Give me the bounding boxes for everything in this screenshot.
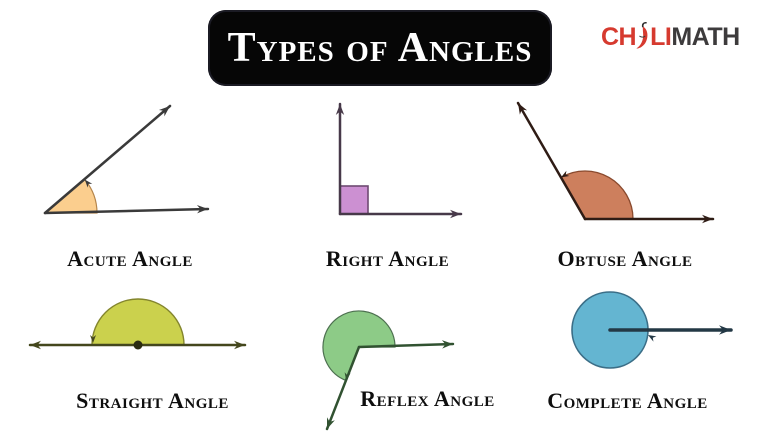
- arrow-tip: [441, 340, 453, 349]
- title-banner: Types of Angles: [208, 10, 552, 86]
- label-complete-angle: Complete Angle: [547, 388, 708, 413]
- obtuse-diagonal-ray: [516, 101, 587, 221]
- label-straight-angle: Straight Angle: [76, 388, 229, 413]
- reflex-angle-figure: [322, 310, 455, 431]
- acute-horizontal-ray: [43, 207, 210, 215]
- reflex-horizontal-ray: [357, 342, 455, 349]
- logo-text-li: LI: [650, 22, 672, 51]
- complete-angle-figure: [571, 291, 733, 369]
- acute-diagonal-ray: [43, 104, 172, 215]
- arrow-tip: [702, 214, 713, 224]
- logo-text-ch: CH: [601, 22, 637, 51]
- right-angle-figure: [335, 102, 463, 219]
- arrow-tip: [327, 417, 335, 429]
- obtuse-angle-figure: [516, 101, 715, 224]
- vertex-dot: [133, 340, 143, 350]
- arrow-tip: [335, 104, 345, 115]
- arrow-tip: [196, 204, 208, 214]
- chili-body: [636, 26, 648, 49]
- label-obtuse-angle: Obtuse Angle: [557, 246, 693, 271]
- chili-detail: [639, 35, 646, 38]
- arrow-tip: [450, 209, 461, 219]
- right-angle-square: [339, 185, 369, 215]
- straight-angle-semicircle: [91, 298, 185, 346]
- arrow-tip: [158, 106, 170, 117]
- arc-arrow-tip: [90, 335, 96, 343]
- straight-angle-figure: [28, 298, 247, 350]
- acute-angle-figure: [43, 104, 210, 215]
- label-acute-angle: Acute Angle: [67, 246, 193, 271]
- acute-angle-wedge: [43, 178, 98, 214]
- logo-text-math: MATH: [671, 22, 740, 51]
- reflex-diagonal-ray: [325, 345, 361, 431]
- arrow-tip: [719, 325, 731, 335]
- label-reflex-angle: Reflex Angle: [360, 386, 495, 411]
- arrow-tip: [30, 340, 41, 350]
- chili-stem: [642, 21, 647, 28]
- arc-arrow-tip: [648, 335, 657, 342]
- arc-arrow-tip: [344, 372, 351, 381]
- arrow-tip: [234, 340, 245, 350]
- chilimath-logo: CH LI MATH: [601, 21, 740, 53]
- chili-pepper-icon: [636, 21, 648, 49]
- arc-arrow-tip: [561, 170, 570, 178]
- label-right-angle: Right Angle: [325, 246, 450, 271]
- arrow-tip: [518, 103, 528, 115]
- page-title: Types of Angles: [227, 25, 533, 71]
- arc-arrow-tip: [84, 179, 93, 188]
